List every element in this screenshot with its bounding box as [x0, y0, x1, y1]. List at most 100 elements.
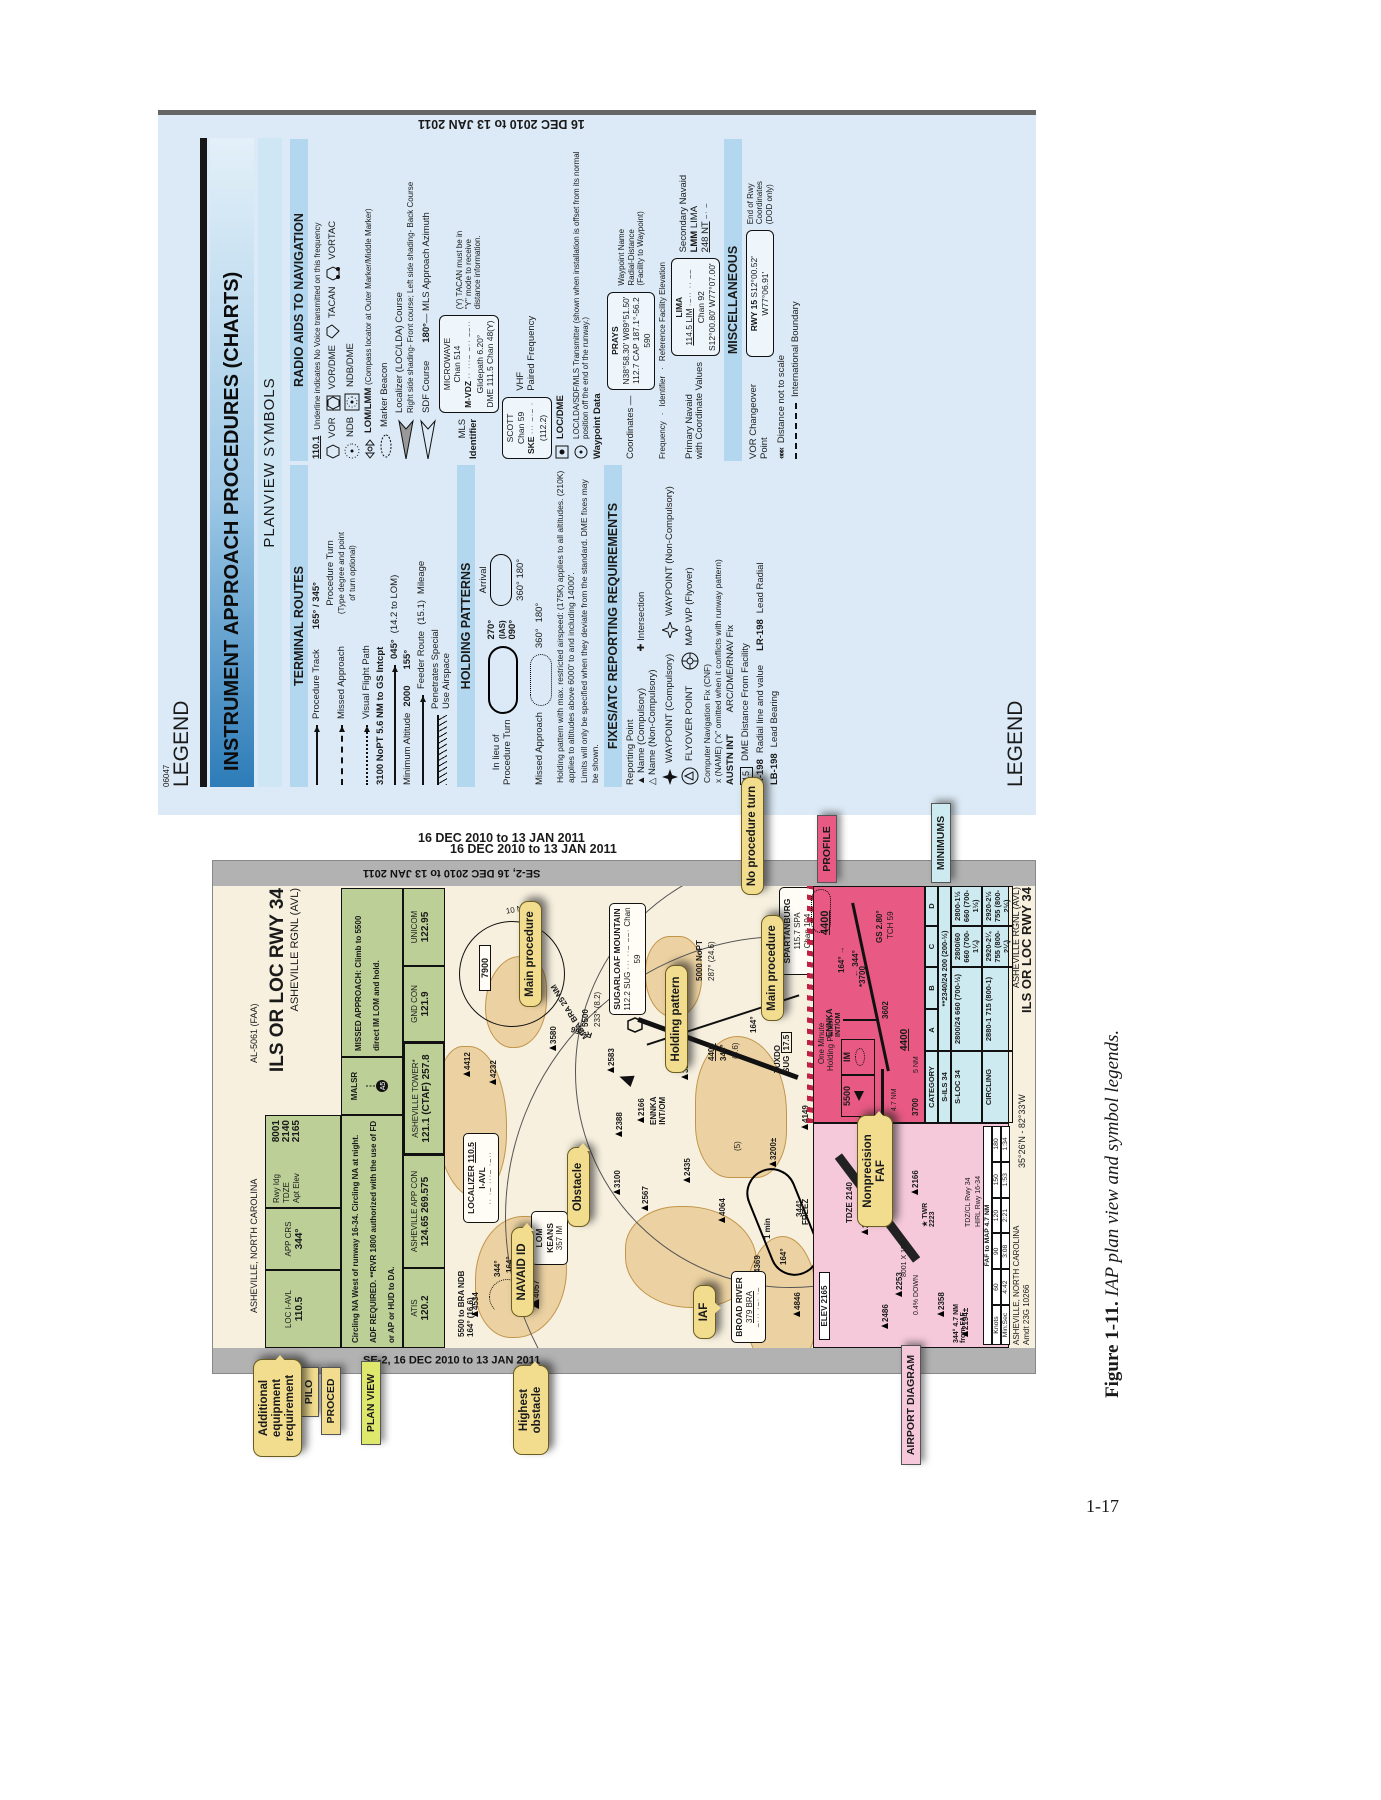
mileage-label: Mileage	[416, 560, 428, 595]
terminal-route-arrow-icon	[393, 665, 396, 785]
tdze-sketch: TDZE 2140	[845, 1182, 854, 1223]
legend-subtitle: PLANVIEW SYMBOLS	[258, 138, 282, 787]
v: 755 (800-2¼)	[993, 930, 1011, 963]
v: 2920-2¼	[984, 931, 993, 962]
figure-caption: Figure 1-11. IAP plan view and symbol le…	[1102, 1030, 1124, 1398]
figure-caption-number: Figure 1-11.	[1102, 1301, 1123, 1398]
feeder2-crs: 233° (8.2)	[593, 991, 602, 1027]
legend-item: International Boundary	[790, 141, 802, 459]
loc-id-label: LOC I-AVL	[284, 1289, 293, 1329]
legend-item: 3100 NoPT 5.6 NM to GS Intcpt	[375, 467, 387, 785]
reporting-point: Reporting Point	[625, 719, 637, 785]
ennka-name: ENNKA	[649, 1096, 658, 1125]
pt-angle-2: 345°	[311, 582, 322, 602]
obstacle-marker: 4232	[489, 1060, 498, 1085]
lom-icon	[363, 439, 377, 459]
lom-label: LOM/LMM	[363, 387, 375, 433]
vortac-icon	[326, 266, 341, 281]
sketch-obstacle: 2253	[895, 1272, 904, 1297]
v: 2800-1½	[953, 891, 962, 921]
feeder-label: Feeder Route	[416, 630, 428, 689]
missed-approach-icon	[341, 725, 344, 785]
legend-panel: 06047 LEGEND LEGEND INSTRUMENT APPROACH …	[158, 110, 1036, 845]
tuxdo-ref: SUG	[782, 1055, 791, 1073]
loc-freq-value: 110.5	[294, 1296, 305, 1322]
localizer-morse: ·· ·– ···– ·–··	[487, 1151, 495, 1205]
v: 1:53	[1001, 1161, 1010, 1198]
obstacle-marker: 2388	[615, 1112, 624, 1137]
identifier-label: Identifier	[658, 375, 668, 407]
ennka-tick	[843, 1019, 879, 1021]
legend-item: LOC/LDA/SDF/MLS Transmitter (shown when …	[572, 141, 590, 459]
holding-note-1: Holding pattern with max. restricted air…	[554, 470, 576, 783]
loc-freq-box: LOC I-AVL 110.5	[265, 1270, 341, 1348]
app-crs-label: APP CRS	[284, 1221, 293, 1257]
pt-label-3: of turn optional)	[347, 545, 357, 601]
paired-freq-label: Paired Frequency	[525, 315, 537, 391]
v: 90	[992, 1233, 1001, 1270]
tab-profile: PROFILE	[817, 815, 837, 883]
waypoint-compulsory: (Compulsory)	[663, 653, 675, 711]
profile-ennka-type: INT/OM	[835, 1012, 842, 1038]
waypoint-noncompulsory-icon	[662, 621, 679, 638]
name-non-compulsory: Name (Non-Compulsory)	[647, 669, 659, 776]
radial-distance-3: Waypoint)	[635, 211, 645, 247]
runway-gradient: 0.4% DOWN	[913, 1274, 920, 1315]
v: 150	[992, 1161, 1001, 1198]
route-course: 045°	[388, 639, 400, 659]
hold-in-lieu-icon	[488, 645, 519, 714]
mins-cat-b: B	[925, 967, 938, 1009]
faf-map-title: FAF to MAP 4.7 NM	[983, 1126, 992, 1345]
obstacle-marker: 3580	[549, 1026, 558, 1051]
callout-main-procedure-2: Main procedure	[761, 915, 784, 1021]
waypoint-data-header: Waypoint Data	[592, 393, 604, 459]
cop-lat: S12°00.52'	[749, 256, 760, 298]
seg-dist: (8.6)	[731, 1042, 740, 1059]
callout-navaid-id: NAVAID ID	[511, 1227, 534, 1317]
obstacle-value: 3100	[613, 1170, 622, 1188]
section-terminal-routes: TERMINAL ROUTES	[290, 465, 308, 787]
sketch-obstacle: 2166	[911, 1170, 920, 1195]
legend-item: Feeder Route (15.1)Mileage	[416, 467, 428, 785]
tower-value: 121.1 (CTAF) 257.8	[421, 1054, 432, 1143]
cop-lon: W77°06.91'	[760, 271, 771, 316]
ndb-dme-icon	[344, 393, 360, 411]
nopt-crs: 287° (24.6)	[707, 941, 716, 981]
seg-alt: 4400	[707, 1043, 716, 1061]
v: 1:34	[1001, 1126, 1010, 1162]
sketch-obstacle: 2358	[937, 1292, 946, 1317]
lima-freq: 114.5 LIM	[684, 308, 695, 346]
vortac-label: VORTAC	[326, 220, 338, 260]
chart-state: ASHEVILLE, NORTH CAROLINA	[249, 1178, 259, 1313]
tower-label: ASHEVILLE TOWER*	[411, 1059, 420, 1138]
map-wp-icon	[681, 652, 699, 670]
label: Procedure Track	[311, 649, 322, 719]
legend-item: ««« Distance not to scale	[776, 141, 788, 459]
end-rwy-1: End of Rwy Coordinates	[746, 181, 765, 225]
legend-top-bar	[200, 138, 207, 787]
tab-partial-pilo: PILO	[299, 1367, 319, 1417]
mins-sils-value: **2340/24 200 (200-½)	[938, 886, 951, 1051]
bottom-procedure-name: ILS OR LOC RWY 34	[1019, 887, 1034, 1013]
appcon-value: 124.65 269.575	[420, 1176, 431, 1247]
changeover-box: RWY 15 S12°00.52' W77°06.91'	[746, 230, 774, 358]
mins-cat-c: C	[925, 926, 938, 967]
lom-label: LOM	[534, 1228, 544, 1248]
cnf-label: Computer Navigation Fix (CNF)	[702, 663, 713, 783]
tab-partial-proced: PROCED	[321, 1367, 341, 1435]
tacan-icon	[326, 324, 341, 339]
waypoint-name-label-2: Name	[617, 228, 627, 251]
pt-angle-1: 165°	[311, 609, 322, 630]
atis-label: ATIS	[410, 1299, 419, 1317]
arrival-hold-icon	[490, 553, 513, 606]
malsr-box: MALSR A5	[341, 1057, 403, 1115]
microwave-id: M-VDZ	[463, 380, 474, 408]
mins-cat-d: D	[925, 886, 938, 926]
notes-text: Circling NA West of runway 16-34. Circli…	[351, 1120, 396, 1343]
legend-right-column: RADIO AIDS TO NAVIGATION 110.1 Underline…	[286, 139, 1030, 461]
sdf-course-icon	[419, 419, 436, 459]
